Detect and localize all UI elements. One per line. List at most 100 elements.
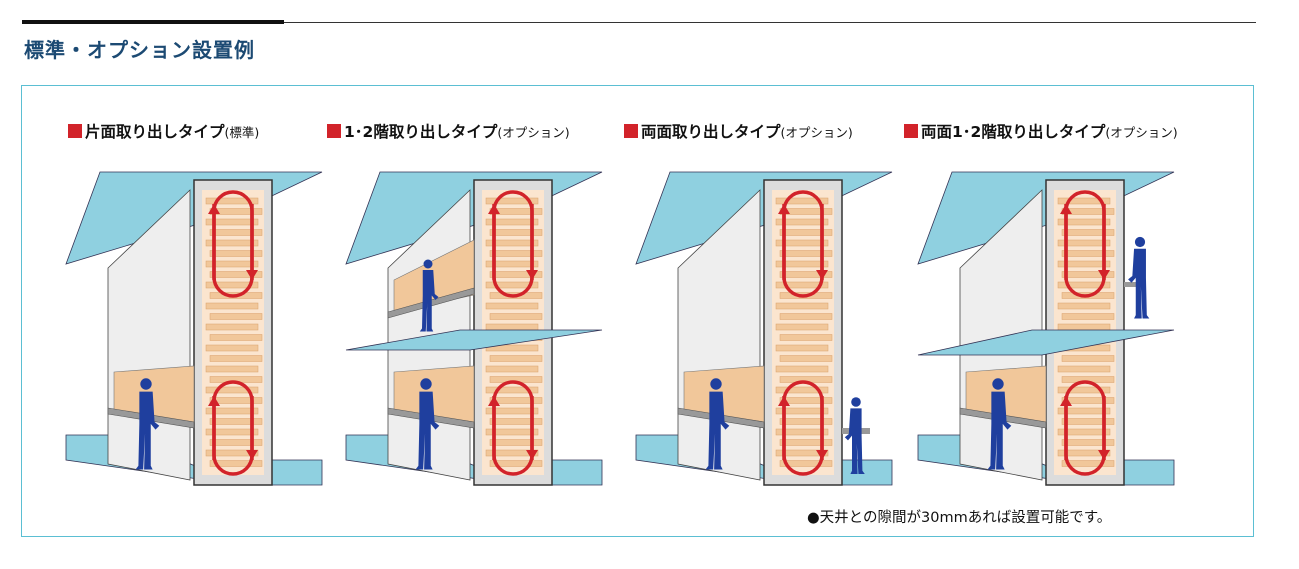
person-icon — [705, 378, 730, 470]
top-rule-accent — [22, 20, 284, 24]
storage-tray — [485, 218, 539, 226]
mid-floor-slab — [917, 329, 1175, 356]
storage-tray — [485, 365, 539, 373]
storage-tray — [1057, 449, 1111, 457]
variant-title: 両面取り出しタイプ — [641, 123, 781, 141]
person-icon — [844, 397, 865, 474]
storage-tray — [205, 302, 259, 310]
storage-tray — [205, 365, 259, 373]
arrow-head — [1098, 270, 1110, 280]
storage-tray — [205, 260, 259, 268]
storage-tray — [1061, 313, 1115, 320]
storage-tray — [775, 218, 829, 226]
diagram-two-floor — [345, 171, 603, 486]
storage-tray — [205, 428, 259, 436]
storage-tray — [209, 334, 263, 341]
storage-tray — [779, 397, 833, 404]
storage-tray — [1061, 460, 1115, 467]
storage-tray — [775, 302, 829, 310]
examples-frame — [21, 85, 1254, 537]
red-square-icon — [327, 124, 341, 138]
storage-tray — [209, 229, 263, 236]
storage-tray — [205, 323, 259, 331]
storage-tray — [209, 250, 263, 257]
storage-tray — [1057, 365, 1111, 373]
storage-tray — [489, 397, 543, 404]
person-icon — [135, 378, 160, 470]
storage-tray — [485, 260, 539, 268]
storage-tray — [775, 239, 829, 247]
storage-tray — [779, 355, 833, 362]
storage-tray — [485, 281, 539, 289]
storage-tray — [779, 439, 833, 446]
storage-tray — [1061, 250, 1115, 257]
red-square-icon — [68, 124, 82, 138]
storage-tray — [1061, 355, 1115, 362]
person-icon — [1128, 236, 1150, 319]
variant-note: (オプション) — [1105, 125, 1178, 140]
storage-tray — [485, 344, 539, 352]
storage-tray — [775, 260, 829, 268]
storage-tray — [1061, 397, 1115, 404]
arrow-head — [208, 396, 220, 406]
section-title: 標準・オプション設置例 — [24, 38, 255, 62]
arrow-head — [246, 270, 258, 280]
arrow-head — [1060, 204, 1072, 214]
storage-tray — [1057, 239, 1111, 247]
storage-tray — [779, 334, 833, 341]
storage-tray — [775, 323, 829, 331]
storage-tray — [1057, 281, 1111, 289]
storage-tray — [485, 239, 539, 247]
arrow-head — [526, 450, 538, 460]
storage-tray — [485, 323, 539, 331]
variant-caption-1: 片面取り出しタイプ(標準) — [68, 120, 259, 142]
storage-tray — [489, 229, 543, 236]
storage-tray — [779, 229, 833, 236]
storage-tray — [209, 313, 263, 320]
variant-title: 1･2階取り出しタイプ — [344, 123, 498, 141]
arrow-head — [778, 204, 790, 214]
storage-tray — [775, 407, 829, 415]
storage-tray — [489, 271, 543, 278]
arrow-head — [208, 204, 220, 214]
variant-note: (標準) — [224, 125, 260, 140]
storage-tray — [779, 250, 833, 257]
storage-tray — [775, 344, 829, 352]
variant-caption-2: 1･2階取り出しタイプ(オプション) — [327, 120, 570, 142]
storage-tray — [1057, 197, 1111, 205]
variant-caption-3: 両面取り出しタイプ(オプション) — [624, 120, 853, 142]
storage-tray — [205, 281, 259, 289]
red-square-icon — [624, 124, 638, 138]
mid-floor-slab — [345, 329, 603, 351]
storage-tray — [1061, 271, 1115, 278]
installation-footnote: ●天井との隙間が30mmあれば設置可能です。 — [807, 510, 1112, 526]
person-icon — [415, 378, 440, 470]
variant-title: 片面取り出しタイプ — [85, 123, 225, 141]
storage-tray — [209, 355, 263, 362]
variant-note: (オプション) — [497, 125, 570, 140]
storage-tray — [485, 449, 539, 457]
storage-tray — [1061, 418, 1115, 425]
arrow-head — [246, 450, 258, 460]
diagram-single-side — [65, 171, 323, 486]
diagram-double-side-two-floor — [917, 171, 1175, 486]
storage-tray — [209, 439, 263, 446]
storage-tray — [775, 281, 829, 289]
storage-tray — [485, 428, 539, 436]
variant-note: (オプション) — [780, 125, 853, 140]
storage-tray — [1061, 229, 1115, 236]
storage-tray — [1057, 386, 1111, 394]
storage-tray — [779, 271, 833, 278]
top-rule — [22, 22, 1256, 23]
person-icon — [987, 378, 1012, 470]
storage-tray — [775, 449, 829, 457]
arrow-head — [778, 396, 790, 406]
arrow-head — [816, 450, 828, 460]
storage-tray — [779, 313, 833, 320]
storage-tray — [209, 271, 263, 278]
storage-tray — [485, 197, 539, 205]
storage-tray — [1057, 260, 1111, 268]
arrow-head — [526, 270, 538, 280]
storage-tray — [489, 355, 543, 362]
arrow-head — [816, 270, 828, 280]
